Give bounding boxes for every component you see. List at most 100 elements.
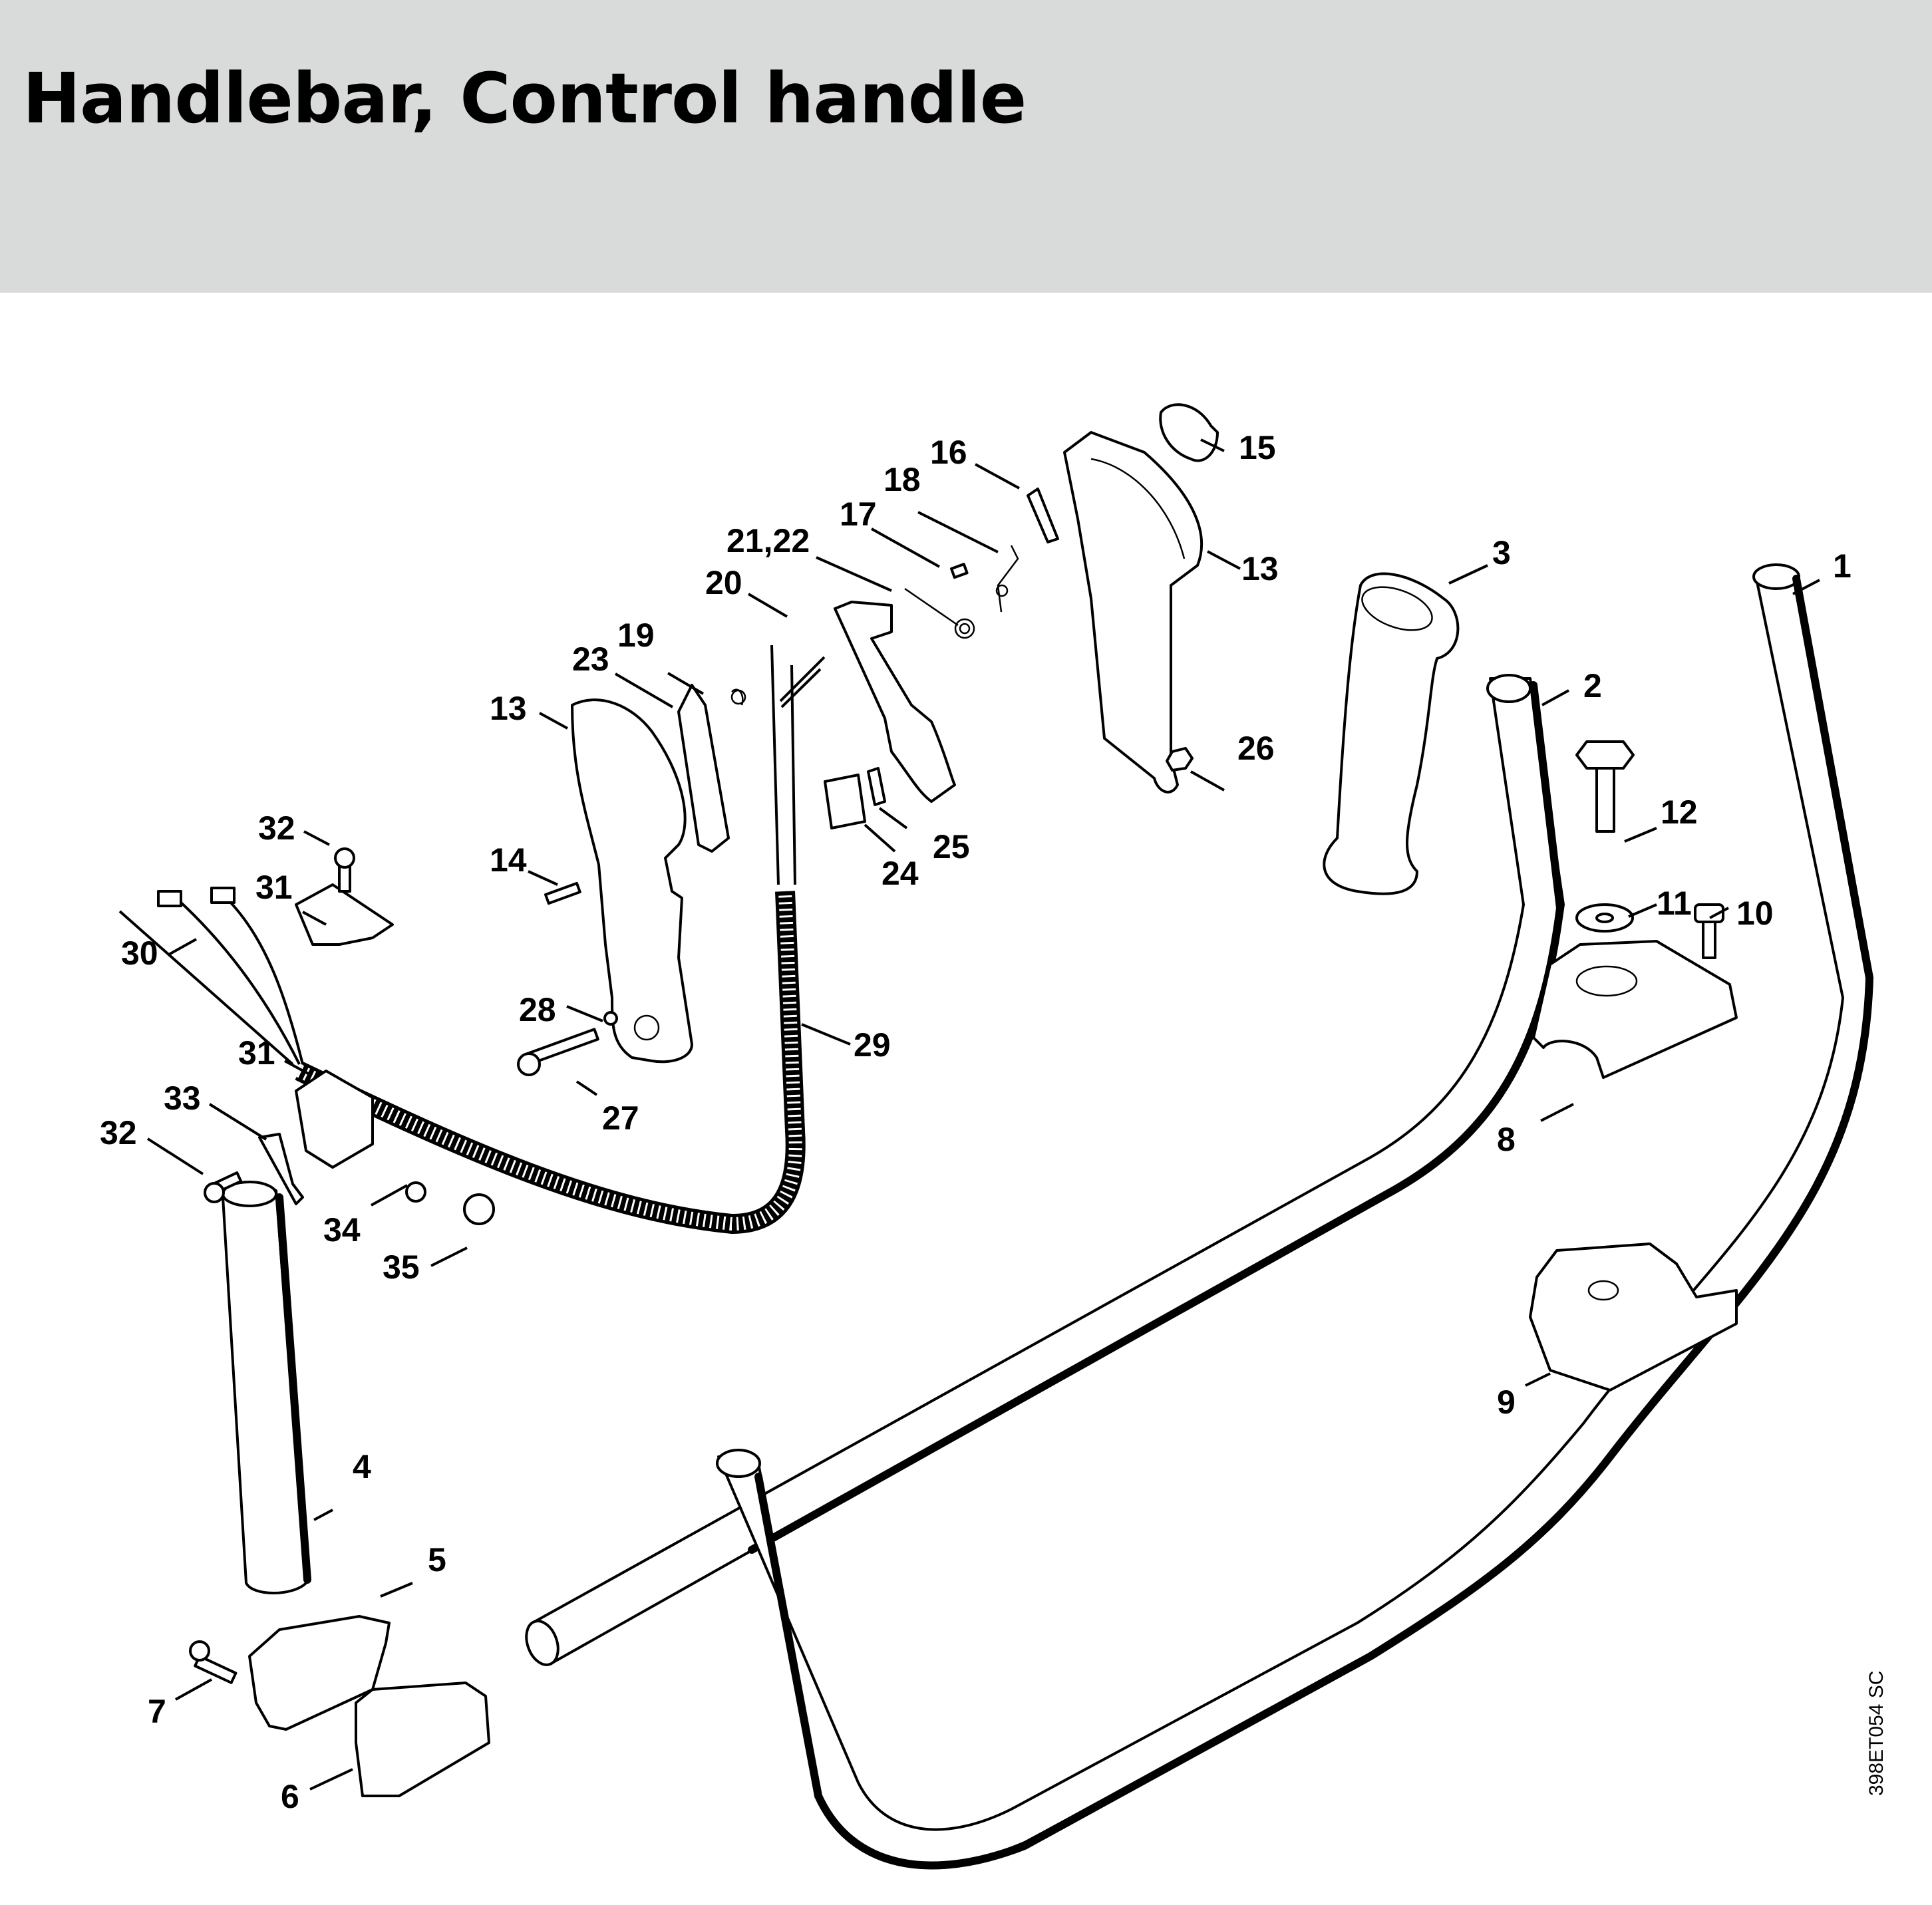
callout-20: 20 [705,564,742,601]
wire-spring-18 [997,545,1019,613]
clamp-bottom-9 [1529,1243,1738,1392]
control-handle-13-right [1063,431,1204,794]
callout-32-top: 32 [258,809,295,847]
callout-14: 14 [490,841,527,879]
torx-screw-32-top-head [334,847,355,869]
throttle-cable [770,645,780,885]
washer-hole [1595,913,1614,923]
callout-25: 25 [933,828,970,865]
clamp-housing-5 [248,1615,391,1731]
callout-labels: 1 2 3 4 5 6 7 8 9 10 11 12 13 13 14 15 1… [100,429,1852,1815]
contact-spring-16 [1027,488,1059,543]
hand-grip-3 [1323,572,1460,895]
ground-plate-33 [258,1133,304,1205]
nut-26 [1166,747,1194,772]
callout-3: 3 [1492,534,1511,571]
callout-7: 7 [148,1693,166,1730]
callout-34: 34 [323,1211,361,1248]
callout-35: 35 [383,1248,420,1286]
tube-shadow-2 [748,681,1565,1554]
callout-10: 10 [1736,895,1774,932]
handlebar-tube [525,563,1874,1870]
clamp-hole [1575,965,1638,997]
callout-24: 24 [882,855,919,892]
tube-shadow-1 [754,575,1874,1870]
callout-11: 11 [1657,885,1692,922]
callout-23: 23 [572,641,609,678]
connector-2 [210,887,236,904]
callout-12: 12 [1661,794,1698,831]
callout-13-right: 13 [1241,550,1279,587]
socket-screw-head [1694,903,1724,923]
throttle-trigger-20 [834,601,956,803]
wire-30b [178,900,301,1065]
wire-30c [225,897,304,1065]
wire-30a [118,910,294,1066]
callout-30: 30 [121,935,158,972]
callout-16: 16 [930,434,967,471]
callout-5: 5 [428,1541,446,1578]
spring-screw-14 [544,881,581,905]
switch-contact-24 [824,774,866,829]
callout-21-22: 21,22 [726,522,810,559]
torx-screw-32-bottom-head [204,1182,225,1203]
cable-wire [790,664,796,885]
parts-diagram: 1 2 3 4 5 6 7 8 9 10 11 12 13 13 14 15 1… [0,293,1932,1905]
tube-end-1 [1752,563,1800,590]
leader-lines [146,438,1820,1791]
socket-screw-10 [1702,917,1716,959]
bolt-head [1575,740,1635,770]
callout-28: 28 [519,991,556,1028]
callout-17: 17 [840,496,877,533]
callout-6: 6 [281,1778,299,1815]
control-handle-13-left [571,698,693,1064]
clamp-cover-31 [295,883,394,946]
callout-13-left: 13 [490,690,527,727]
callout-18: 18 [884,461,921,498]
lock-washer-28 [603,1011,618,1026]
callout-19: 19 [617,617,655,654]
connector-1 [157,890,182,907]
page-title: Handlebar, Control handle [23,58,1027,139]
callout-4: 4 [353,1448,371,1485]
spring-coil-2122 [954,618,975,639]
callout-29: 29 [854,1026,891,1064]
cable-clamp-31 [295,1070,374,1169]
support-assembly [189,1181,490,1797]
handle-screw-27-head [517,1052,541,1076]
clamp-cover-6 [355,1682,490,1797]
callout-2: 2 [1583,667,1602,704]
tube-end-2 [1486,674,1531,703]
interlock-lever-23 [677,684,730,853]
header-bar: Handlebar, Control handle [0,0,1932,293]
callout-8: 8 [1497,1121,1516,1158]
clamp-assembly [1529,740,1738,1392]
callout-1: 1 [1833,547,1852,585]
drawing-code: 398ET054 SC [1865,1671,1887,1796]
clamp-bottom-hole [1587,1280,1619,1301]
torx-screw-35 [463,1193,495,1225]
insulator-25 [867,767,886,806]
callout-31-bottom: 31 [238,1034,275,1072]
screw-7-head [189,1640,210,1662]
diagram-svg: 1 2 3 4 5 6 7 8 9 10 11 12 13 13 14 15 1… [100,403,1887,1870]
support-tube-shadow [275,1193,311,1584]
ground-terminal-34 [405,1181,426,1203]
spring-coil-inner [959,623,971,635]
wire-spring-coil [995,584,1009,597]
handle-pivot-hole [633,1014,660,1041]
callout-26: 26 [1237,730,1275,767]
spring-leg [904,587,959,627]
clamp-top-8 [1532,940,1738,1079]
small-screw-17 [950,563,969,579]
handle-rim [1090,458,1186,559]
callout-33: 33 [164,1080,201,1117]
callout-15: 15 [1239,429,1276,466]
callout-32-bottom: 32 [100,1114,137,1151]
tube-end-1b [716,1449,761,1478]
callout-27: 27 [602,1099,639,1137]
callout-9: 9 [1497,1384,1516,1421]
grip-end-cap [1361,586,1433,631]
callout-31-top: 31 [255,869,293,906]
hose-ribs [296,891,802,1231]
